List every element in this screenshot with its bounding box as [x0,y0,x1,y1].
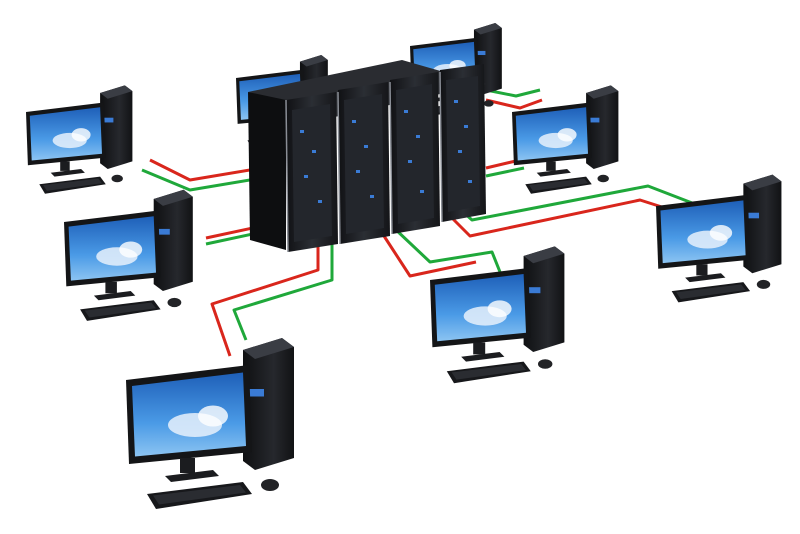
cable-red-top-left [149,158,263,182]
cable-green-top-right [485,88,541,98]
rack-unit-1 [286,92,338,252]
rack-unit-4 [440,64,486,222]
cable-red-bottom-center [382,235,477,278]
rack-leds [300,100,472,203]
cable-red-top-right [485,98,543,110]
cable-green-mid-right [485,166,525,178]
cable-green-top-left [141,168,263,192]
rack-unit-3 [390,72,440,234]
rack-unit-2 [338,82,390,244]
cable-green-bottom-center [392,226,502,273]
cable-red-bottom-left [210,232,320,357]
cable-green-bottom-left [232,234,334,341]
server-rack-icon [248,60,486,253]
